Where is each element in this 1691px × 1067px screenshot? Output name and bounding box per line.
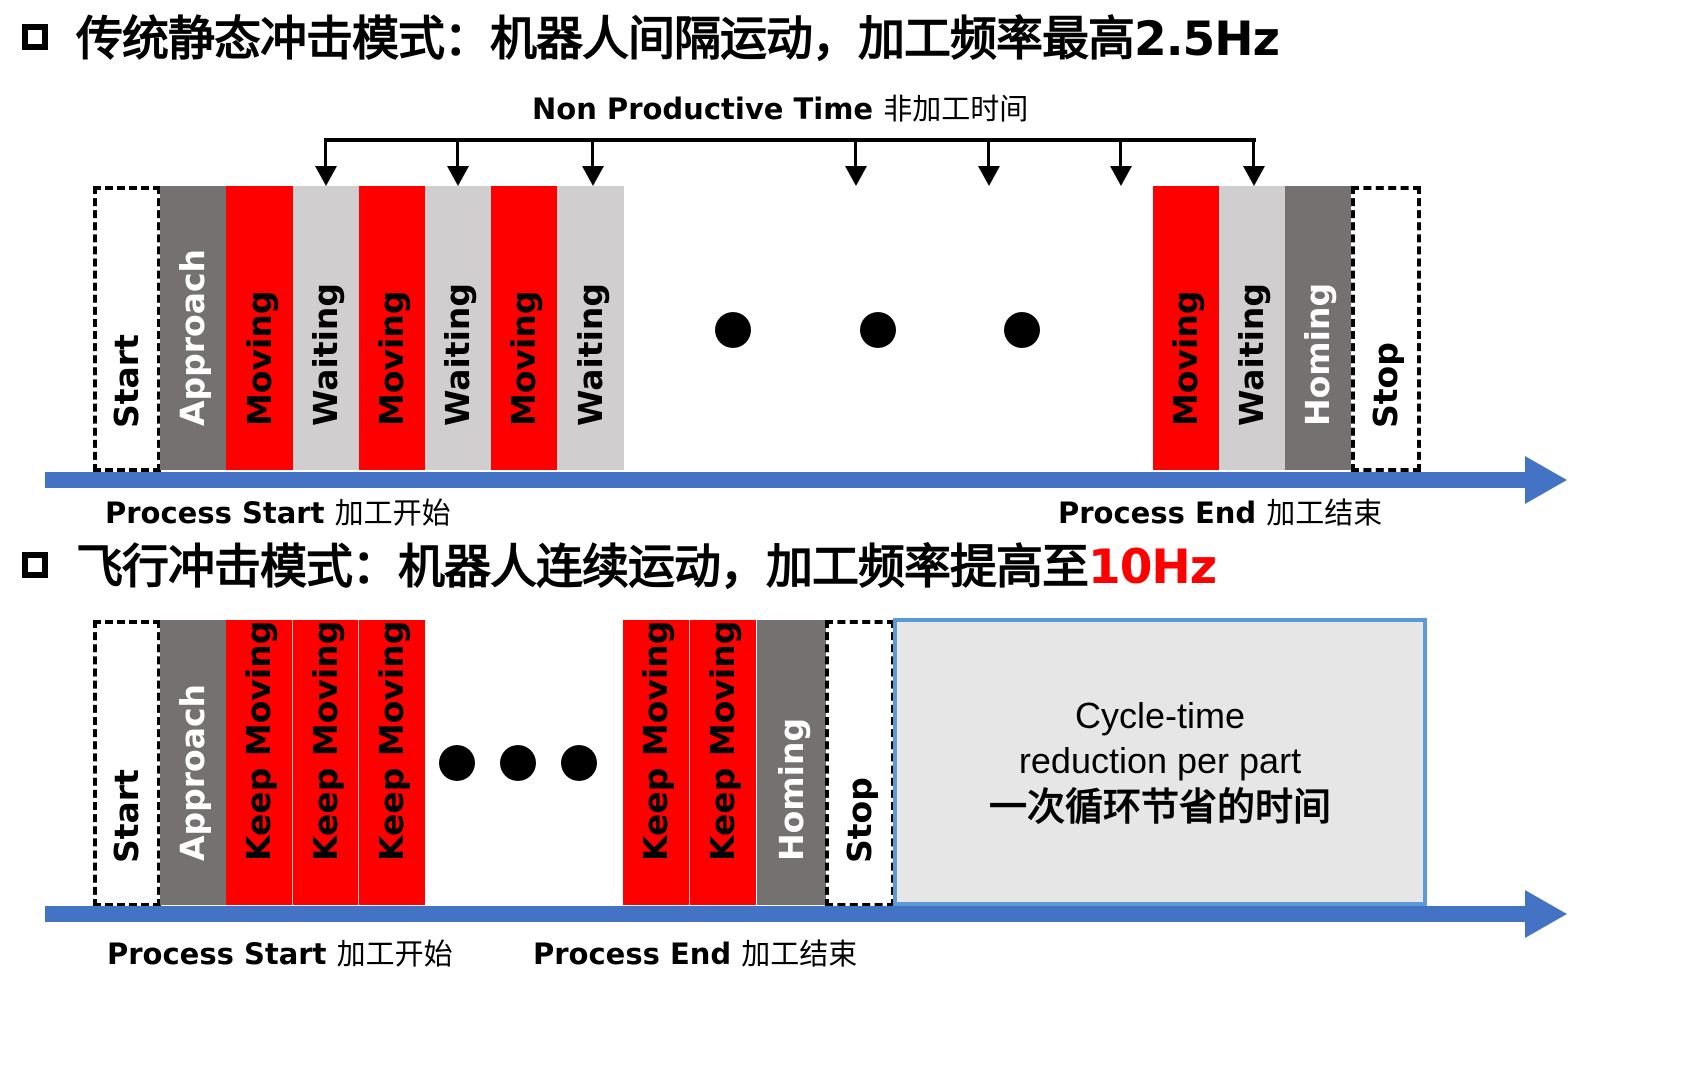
bracket-stem: [591, 138, 594, 168]
segment-approach: Approach: [160, 620, 226, 905]
checkbox-square-icon: [22, 551, 48, 578]
ellipsis-dot: [500, 745, 536, 781]
segment-waiting: Waiting: [557, 186, 624, 470]
bracket-stem: [1252, 138, 1255, 168]
cycle-time-saving-box: Cycle-time reduction per part 一次循环节省的时间: [893, 618, 1427, 906]
segment-moving: Moving: [1153, 186, 1219, 470]
segment-moving: Moving: [359, 186, 425, 470]
ellipsis-dot: [439, 745, 475, 781]
saving-line-1: Cycle-time: [1074, 695, 1245, 736]
non-productive-time-label: Non Productive Time 非加工时间: [532, 92, 1029, 126]
arrow-down-icon: [1110, 166, 1132, 186]
segment-homing: Homing: [757, 620, 826, 905]
segment-keep-moving: Keep Moving: [689, 620, 756, 905]
timeline-axis: [45, 472, 1530, 488]
checkbox-square-icon: [22, 23, 48, 50]
arrow-down-icon: [582, 166, 604, 186]
flying-frequency: 10Hz: [1088, 540, 1217, 595]
process-start-label: Process Start 加工开始: [107, 937, 453, 971]
non-productive-bracket: [324, 138, 1256, 142]
segment-waiting: Waiting: [425, 186, 491, 470]
segment-start: Start: [93, 620, 161, 907]
segment-waiting: Waiting: [1219, 186, 1285, 470]
bracket-stem: [456, 138, 459, 168]
segment-moving: Moving: [491, 186, 557, 470]
segment-keep-moving: Keep Moving: [292, 620, 358, 905]
ellipsis-dot: [561, 745, 597, 781]
arrow-down-icon: [1243, 166, 1265, 186]
process-end-label: Process End 加工结束: [533, 937, 858, 971]
segment-waiting: Waiting: [293, 186, 359, 470]
ellipsis-dot: [1004, 312, 1040, 348]
axis-arrow-head-icon: [1525, 456, 1567, 504]
bracket-stem: [987, 138, 990, 168]
bracket-stem: [324, 138, 327, 168]
saving-line-2: reduction per part: [1018, 740, 1302, 781]
segment-stop: Stop: [1351, 186, 1421, 472]
segment-keep-moving: Keep Moving: [226, 620, 292, 905]
bracket-stem: [1119, 138, 1122, 168]
segment-start: Start: [93, 186, 161, 472]
ellipsis-dot: [715, 312, 751, 348]
arrow-down-icon: [447, 166, 469, 186]
segment-homing: Homing: [1285, 186, 1351, 470]
process-end-label: Process End 加工结束: [1058, 496, 1383, 530]
timeline-axis: [45, 906, 1530, 922]
segment-stop: Stop: [825, 620, 895, 907]
segment-approach: Approach: [160, 186, 226, 470]
arrow-down-icon: [315, 166, 337, 186]
traditional-heading-text: 传统静态冲击模式：机器人间隔运动，加工频率最高2.5Hz: [76, 12, 1280, 67]
ellipsis-dot: [860, 312, 896, 348]
bracket-stem: [854, 138, 857, 168]
flying-heading-text: 飞行冲击模式：机器人连续运动，加工频率提高至: [76, 540, 1089, 595]
flying-heading: 飞行冲击模式：机器人连续运动，加工频率提高至10Hz: [22, 538, 1217, 598]
segment-keep-moving: Keep Moving: [358, 620, 425, 905]
arrow-down-icon: [845, 166, 867, 186]
axis-arrow-head-icon: [1525, 890, 1567, 938]
saving-line-3: 一次循环节省的时间: [988, 785, 1331, 829]
process-start-label: Process Start 加工开始: [105, 496, 451, 530]
segment-moving: Moving: [226, 186, 293, 470]
segment-keep-moving: Keep Moving: [623, 620, 689, 905]
traditional-heading: 传统静态冲击模式：机器人间隔运动，加工频率最高2.5Hz: [22, 10, 1280, 70]
arrow-down-icon: [978, 166, 1000, 186]
